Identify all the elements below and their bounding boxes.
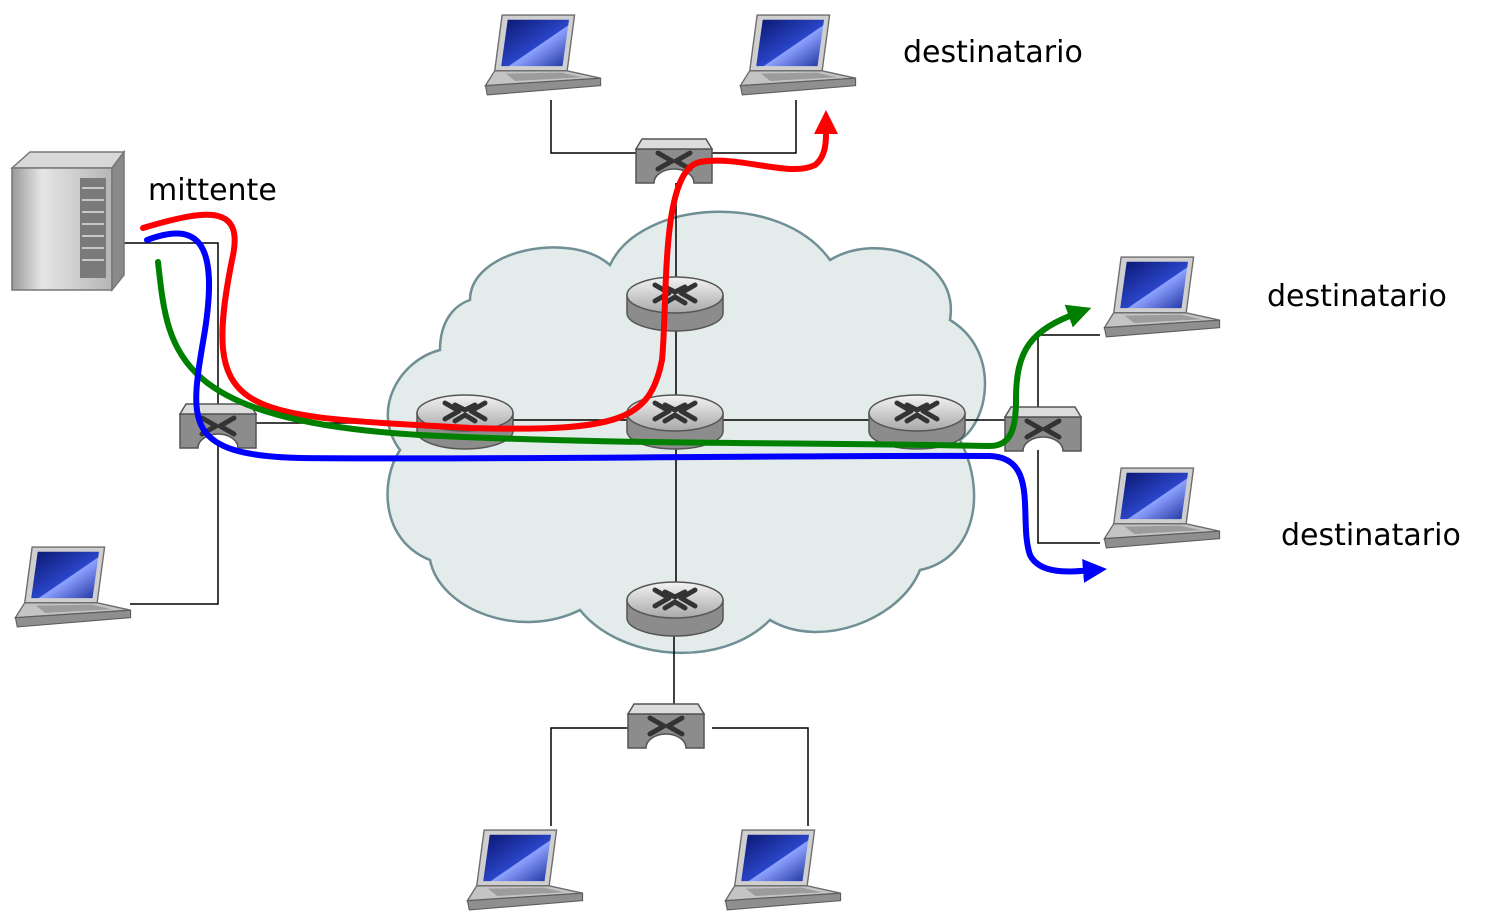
laptop-icon xyxy=(739,14,857,96)
receiver-label-right-lower: destinatario xyxy=(1281,518,1461,553)
laptop-icon xyxy=(1103,467,1221,549)
path-red xyxy=(140,110,839,432)
router-icon xyxy=(627,277,723,331)
link-bottom-switch-laptops xyxy=(550,727,809,826)
laptop-icon xyxy=(484,14,602,96)
switch-icon xyxy=(628,704,704,748)
router-icon xyxy=(627,582,723,636)
receiver-label-right-upper: destinatario xyxy=(1267,279,1447,314)
link-top-left-laptop xyxy=(550,100,640,154)
sender-label: mittente xyxy=(148,173,277,208)
link-server-switch xyxy=(122,242,219,410)
router-icon xyxy=(869,395,965,449)
server-icon xyxy=(10,149,126,293)
laptop-icon xyxy=(724,829,842,911)
receiver-label-top: destinatario xyxy=(903,35,1083,70)
link-top-right-laptop xyxy=(710,100,797,154)
laptop-icon xyxy=(466,829,584,911)
laptop-icon xyxy=(1103,256,1221,338)
link-left-switch-laptop xyxy=(130,440,219,605)
path-blue xyxy=(144,230,1107,583)
path-green xyxy=(155,259,1092,450)
laptop-icon xyxy=(14,546,132,628)
